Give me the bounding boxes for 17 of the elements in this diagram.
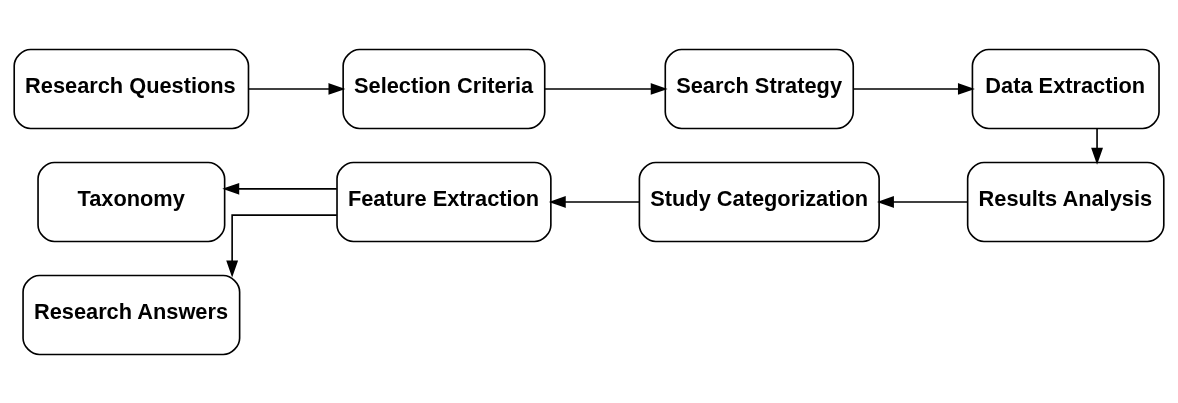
arrow [544,82,668,95]
arrow [1091,127,1103,165]
node-box: Study Categorization [638,161,880,242]
arrow [877,195,969,208]
node-box: Taxonomy [37,161,226,242]
node-box: Research Questions [13,48,250,129]
arrow [222,182,338,195]
node-box: Search Strategy [664,48,855,129]
arrow [548,195,640,208]
arrow [226,213,338,277]
node-box: Results Analysis [966,161,1165,242]
node-box: Selection Criteria [342,48,546,129]
node-box: Feature Extraction [336,161,552,242]
node-box: Data Extraction [971,48,1160,129]
arrow [852,82,975,95]
arrow [247,82,346,95]
node-box: Research Answers [22,274,241,355]
